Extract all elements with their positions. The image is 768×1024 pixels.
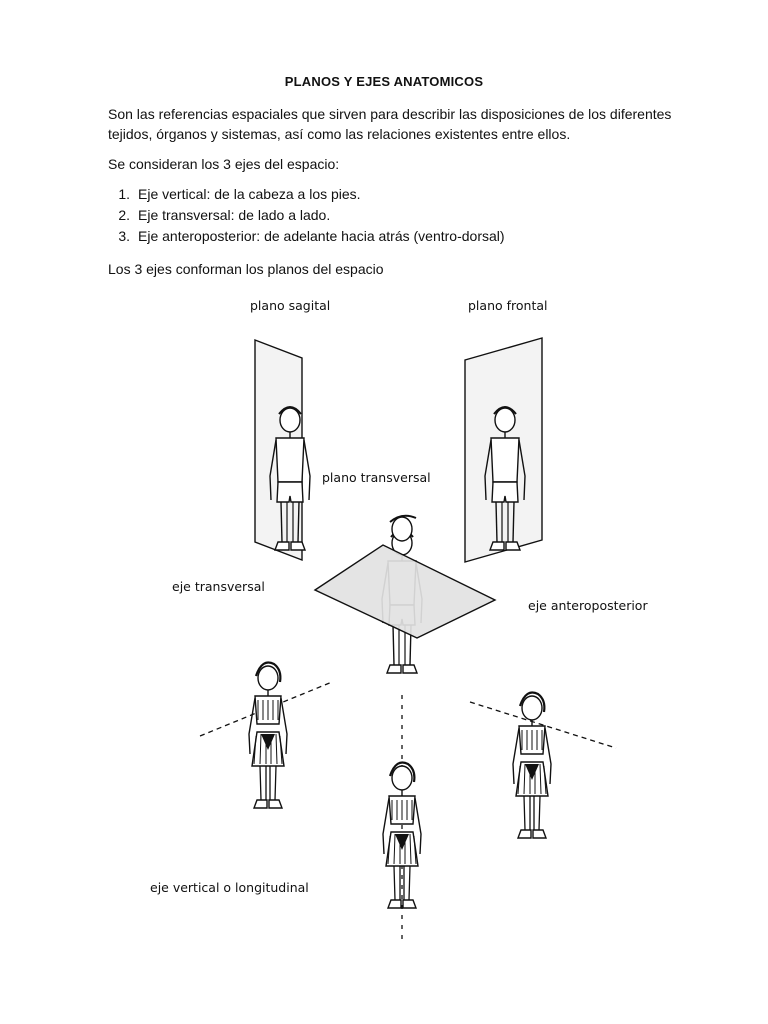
label-plano-frontal: plano frontal: [468, 298, 547, 313]
vertical-axis-figure: [381, 695, 423, 940]
planes-intro: Los 3 ejes conforman los planos del espa…: [108, 261, 384, 277]
axes-intro: Se consideran los 3 ejes del espacio:: [108, 156, 340, 172]
intro-paragraph: Son las referencias espaciales que sirve…: [108, 106, 672, 142]
label-plano-transversal: plano transversal: [322, 470, 431, 485]
label-eje-vertical: eje vertical o longitudinal: [150, 880, 309, 895]
frontal-plane-figure: [464, 337, 543, 563]
label-eje-transversal: eje transversal: [172, 579, 265, 594]
anteroposterior-axis-figure: [469, 691, 617, 840]
transverse-plane-figure: [313, 514, 497, 674]
label-plano-sagital: plano sagital: [250, 298, 330, 313]
transverse-axis-figure: [199, 661, 333, 810]
list-item: 1.Eje vertical: de la cabeza a los pies.: [118, 186, 361, 202]
page-title: PLANOS Y EJES ANATOMICOS: [284, 74, 484, 89]
list-item: 3.Eje anteroposterior: de adelante hacia…: [118, 228, 505, 244]
list-item: 2.Eje transversal: de lado a lado.: [118, 207, 331, 223]
anatomical-planes-figure: plano sagital plano frontal plano transv…: [150, 298, 648, 940]
label-eje-anteroposterior: eje anteroposterior: [528, 598, 648, 613]
axes-list: 1.Eje vertical: de la cabeza a los pies.…: [108, 184, 708, 247]
sagittal-plane-figure: [254, 338, 311, 562]
